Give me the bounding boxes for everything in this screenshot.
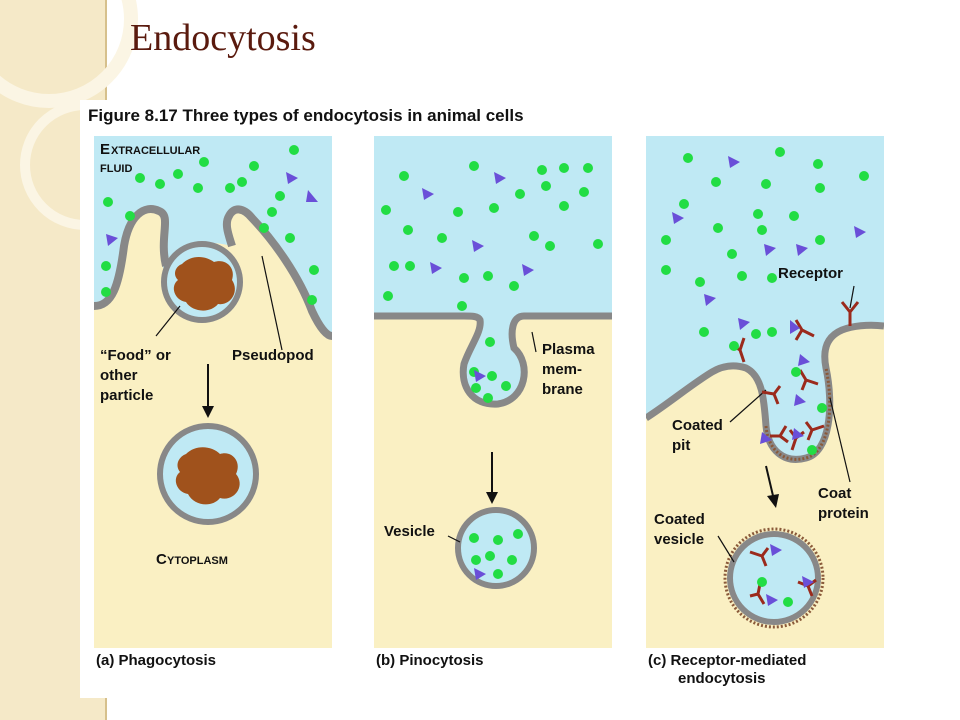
- label-extracellular-first: E: [100, 141, 110, 158]
- arrow-head: [486, 492, 498, 504]
- label-plasma-line3: brane: [542, 381, 583, 398]
- coated-pit-leader: [729, 389, 767, 423]
- coated-vesicle-leader: [717, 535, 735, 563]
- extracellular-fluid: [94, 136, 332, 336]
- caption-receptor-mediated-line1: (c) Receptor-mediated: [648, 652, 807, 669]
- receptor-leader: [849, 285, 855, 309]
- plasma-membrane-right: [222, 205, 332, 340]
- panel-pinocytosis: Plasma mem- brane Vesicle: [374, 136, 612, 648]
- label-coated-vesicle-line2: vesicle: [654, 531, 704, 548]
- label-cytoplasm-first: C: [156, 551, 167, 568]
- label-coated-vesicle-line1: Coated: [654, 511, 705, 528]
- decorative-ring-large: [0, 0, 138, 108]
- purple-particles: [106, 172, 318, 246]
- purple-particles: [422, 172, 534, 580]
- purple-particles: [672, 156, 866, 606]
- pinocytic-vesicle: [455, 507, 537, 589]
- label-pseudopod: Pseudopod: [232, 347, 314, 364]
- vesicle-coat-protein: [723, 527, 825, 629]
- label-extracellular-rest: XTRACELLULAR: [111, 145, 200, 157]
- label-coated-pit-line2: pit: [672, 437, 690, 454]
- engulfed-food-particle: [175, 447, 240, 505]
- green-particles: [101, 145, 319, 305]
- caption-receptor-mediated: (c) Receptor-mediated endocytosis: [648, 652, 806, 688]
- label-cytoplasm-rest: YTOPLASM: [167, 555, 228, 567]
- caption-pinocytosis: (b) Pinocytosis: [376, 652, 484, 669]
- coat-protein-leader: [829, 397, 851, 483]
- plasma-membrane: [374, 312, 612, 408]
- coated-vesicle: [727, 531, 821, 625]
- label-food-line2: other: [100, 367, 138, 384]
- figure-heading: Figure 8.17 Three types of endocytosis i…: [88, 106, 524, 125]
- label-coated-pit-line1: Coated: [672, 417, 723, 434]
- green-particles: [381, 161, 603, 579]
- arrow-head: [767, 494, 779, 508]
- plasma-membrane-left: [94, 205, 170, 310]
- panel-receptor-mediated: Receptor Coated pit Coat protein Coated …: [646, 136, 884, 648]
- extracellular-fluid: [374, 136, 612, 405]
- label-coat-protein-line2: protein: [818, 505, 869, 522]
- plasma-membrane-leader: [531, 331, 537, 353]
- vesicle-leader: [447, 535, 461, 543]
- arrow-line: [765, 465, 775, 501]
- label-plasma-line2: mem-: [542, 361, 582, 378]
- green-particles: [661, 147, 869, 607]
- pseudopod-leader-line: [261, 255, 283, 351]
- food-particle: [173, 257, 235, 311]
- label-coat-protein-line1: Coat: [818, 485, 851, 502]
- label-food-line3: particle: [100, 387, 153, 404]
- panel-phagocytosis: E XTRACELLULAR FLUID “Food” or other par…: [94, 136, 332, 648]
- label-receptor: Receptor: [778, 265, 843, 282]
- food-leader-line: [155, 305, 181, 337]
- label-food-line1: “Food” or: [100, 347, 171, 364]
- arrow-head: [202, 406, 214, 418]
- slide-title: Endocytosis: [130, 17, 316, 59]
- coat-protein: [764, 367, 832, 461]
- caption-phagocytosis: (a) Phagocytosis: [96, 652, 217, 669]
- label-vesicle: Vesicle: [384, 523, 435, 540]
- caption-receptor-mediated-line2: endocytosis: [678, 670, 766, 687]
- label-extracellular-line2: FLUID: [100, 163, 132, 175]
- label-plasma-line1: Plasma: [542, 341, 595, 358]
